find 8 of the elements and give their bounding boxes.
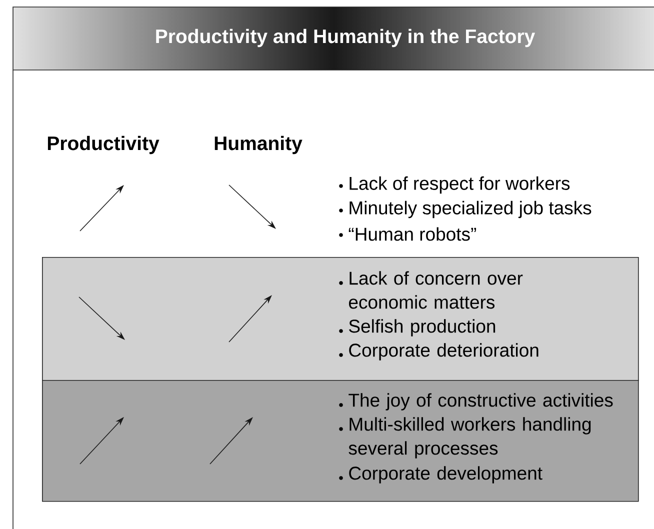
bullet-item: Lack of respect for workers <box>339 176 570 194</box>
bullet-item: “Human robots” <box>339 227 476 241</box>
bullet-item: Minutely specialized job tasks <box>339 200 592 218</box>
column-header: Humanity <box>214 136 302 154</box>
column-header: Productivity <box>48 136 160 154</box>
band: The joy of constructive activities Multi-skilled workers handling several processes Corporate development <box>42 380 639 502</box>
title-bar: Productivity and Humanity in the Factory <box>12 6 654 70</box>
band: Lack of concern over economic matters Selfish production Corporate deterioration <box>42 256 639 381</box>
